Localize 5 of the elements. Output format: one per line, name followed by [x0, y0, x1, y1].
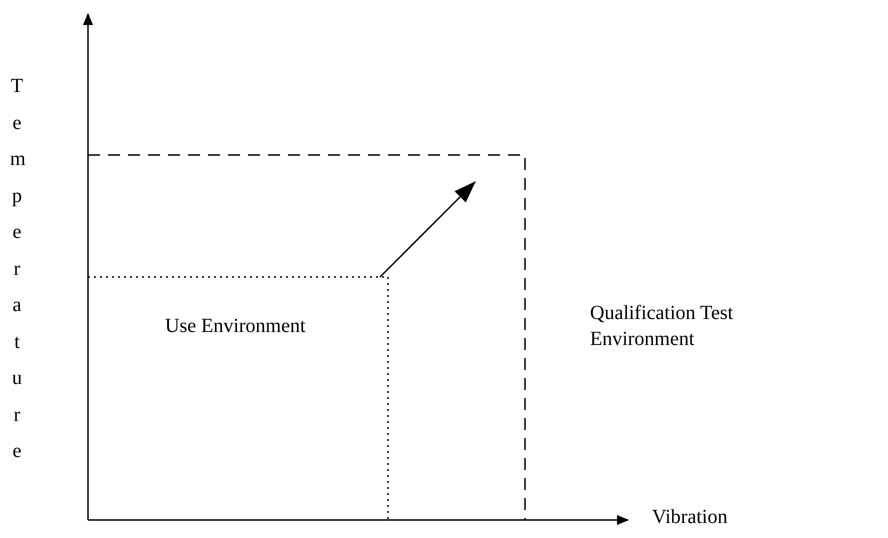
axis-label: Temperature [10, 74, 24, 464]
region-label: Use Environment [165, 314, 307, 339]
arrow [379, 181, 476, 278]
axis-label: Vibration [652, 506, 728, 529]
region-label: Qualification Test Environment [590, 301, 734, 352]
